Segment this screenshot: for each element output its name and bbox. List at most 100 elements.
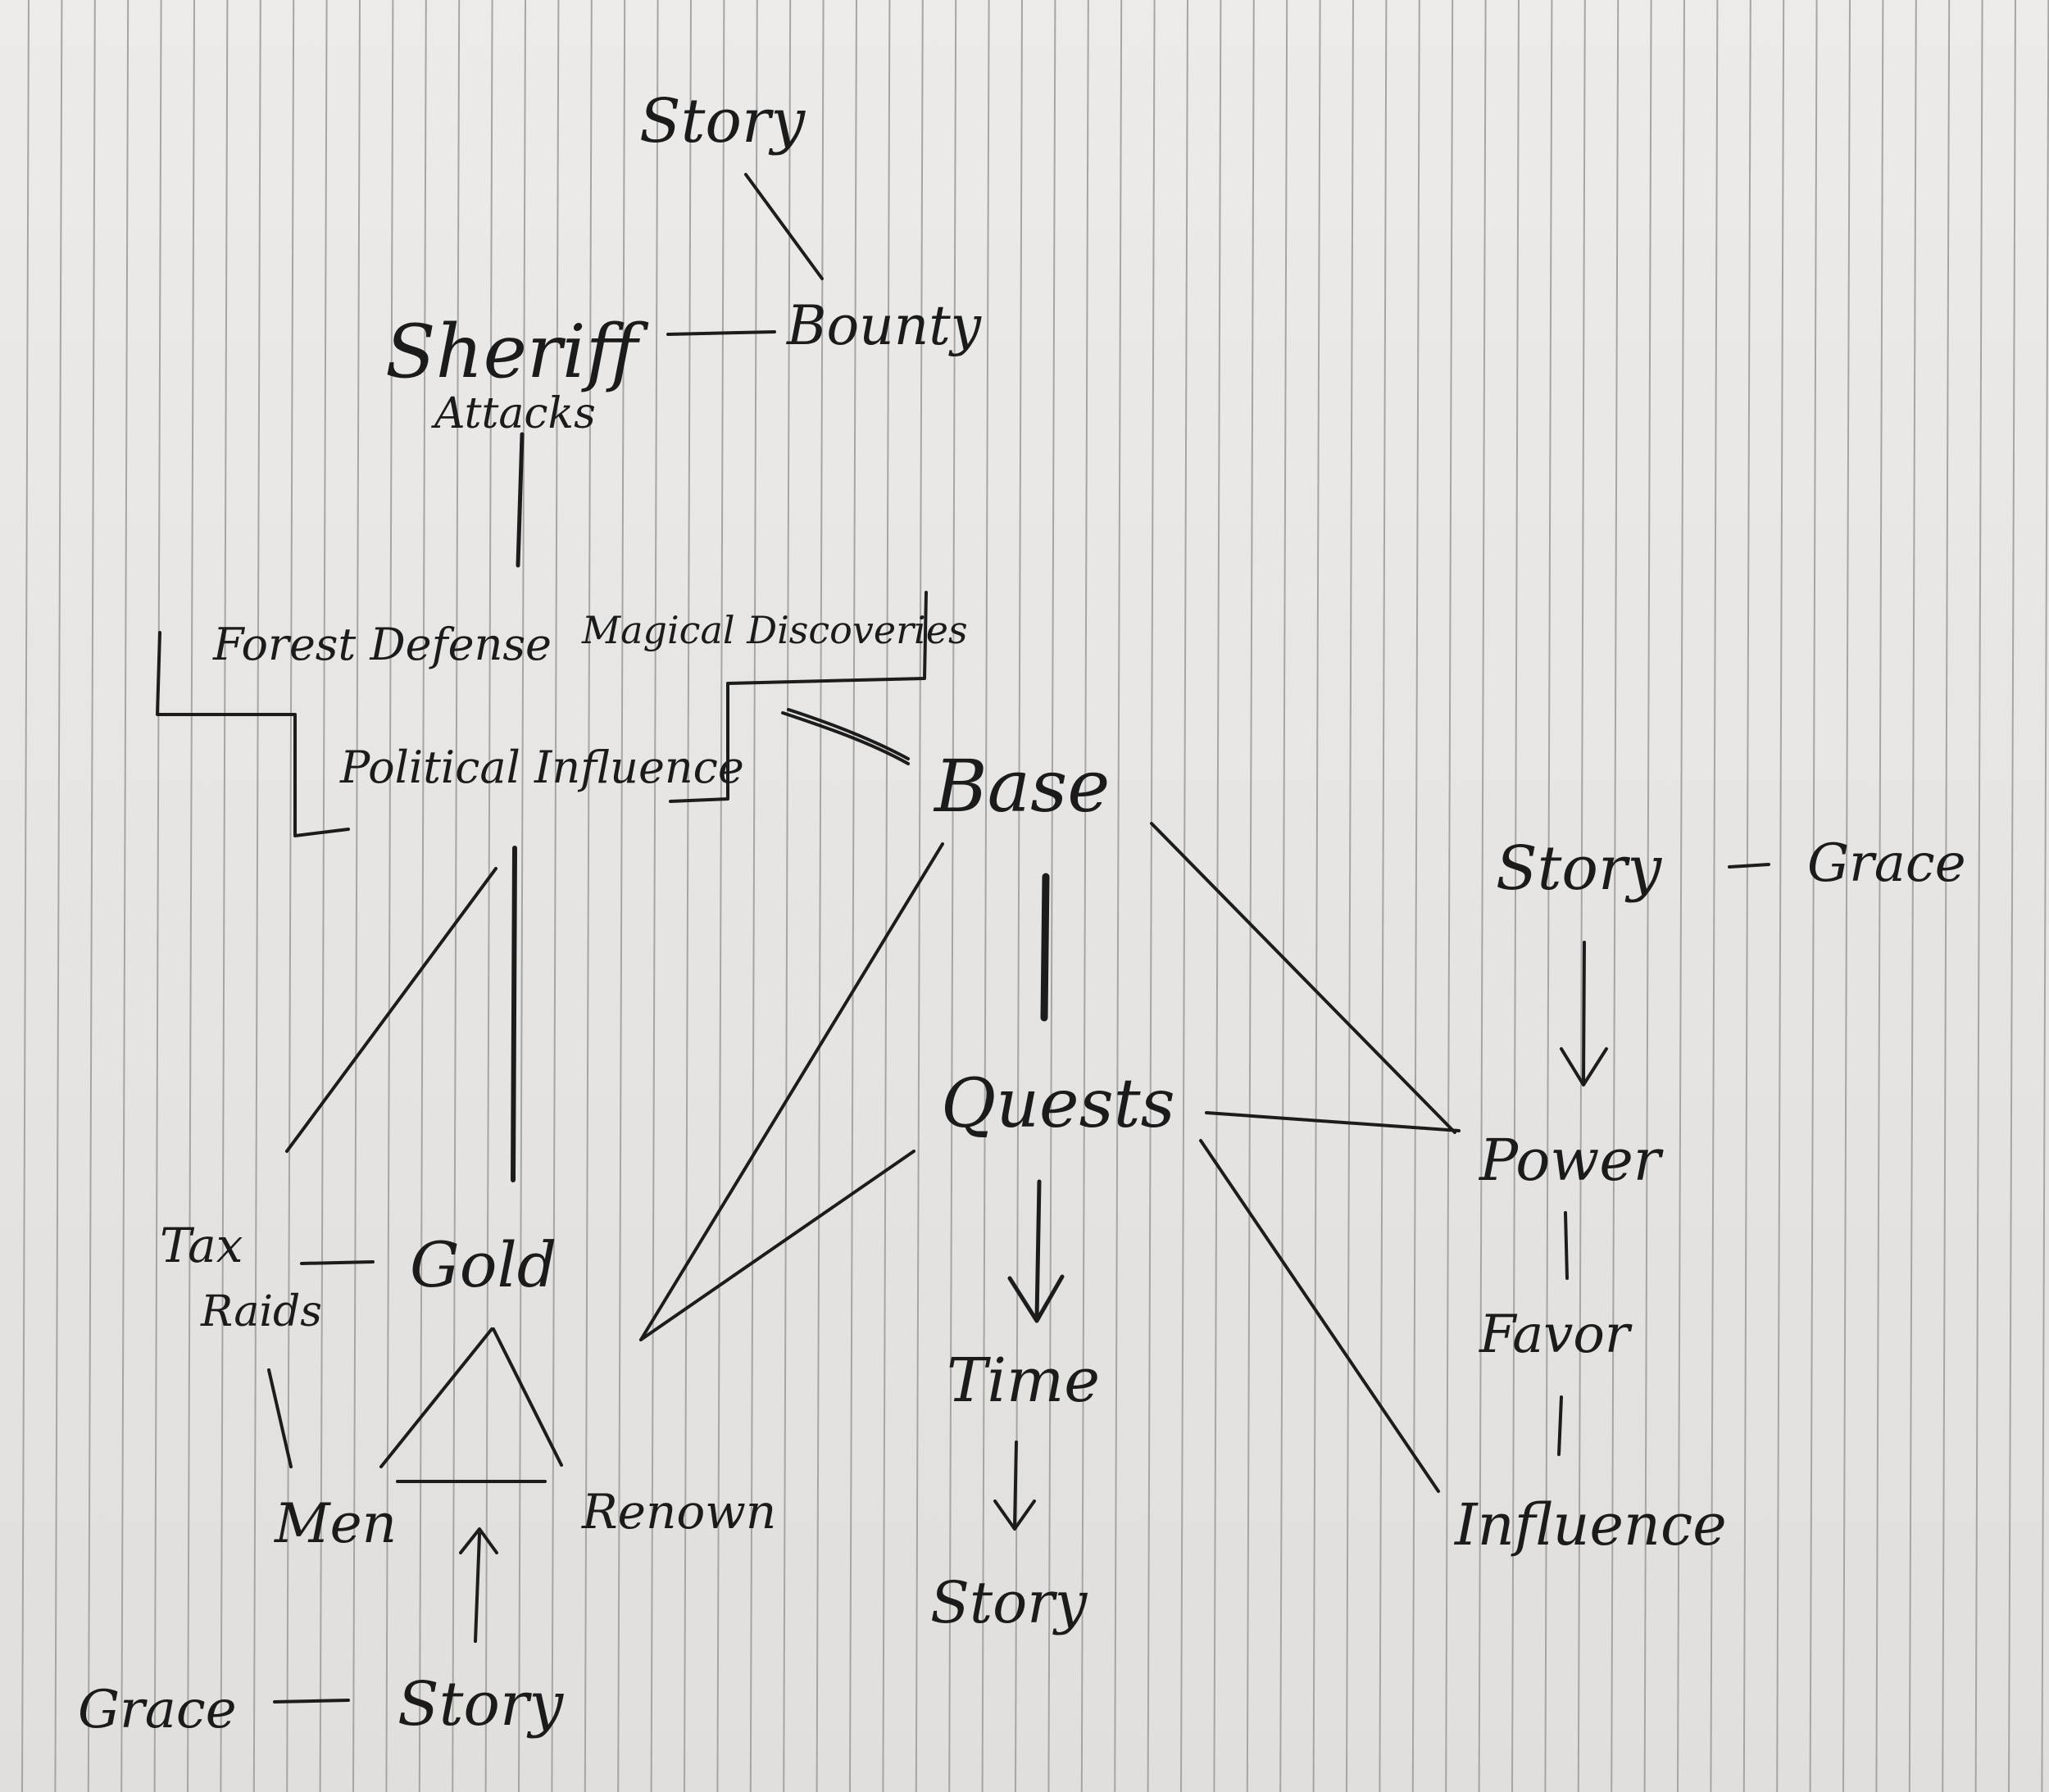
node-men: Men <box>274 1492 397 1555</box>
ruled-line <box>617 0 626 1792</box>
ruled-line <box>1611 0 1620 1792</box>
ruled-line <box>650 0 659 1792</box>
edge-favor-influence <box>1557 1395 1563 1456</box>
node-base: Base <box>933 744 1110 828</box>
ruled-line <box>319 0 328 1792</box>
ruled-line <box>1974 0 1983 1792</box>
ruled-line <box>1908 0 1917 1792</box>
ruled-line <box>385 0 394 1792</box>
ruled-line <box>749 0 758 1792</box>
ruled-line <box>153 0 162 1792</box>
ruled-line <box>1279 0 1288 1792</box>
ruled-line <box>1544 0 1553 1792</box>
ruled-line <box>286 0 295 1792</box>
ruled-line <box>551 0 560 1792</box>
edge-quests-renown <box>639 1150 915 1341</box>
ruled-line <box>1047 0 1056 1792</box>
node-grace-right: Grace <box>1807 833 1966 894</box>
ruled-line <box>1478 0 1487 1792</box>
ruled-line <box>452 0 461 1792</box>
node-quests: Quests <box>941 1065 1175 1143</box>
ruled-line <box>2041 0 2049 1792</box>
edge-gold-renown <box>492 1327 563 1467</box>
ruled-line <box>1312 0 1321 1792</box>
node-attacks: Attacks <box>431 389 596 438</box>
ruled-line <box>849 0 857 1792</box>
diagram-edges <box>156 173 1770 1704</box>
edge-domain-bracket-outline <box>156 591 928 837</box>
node-gold: Gold <box>410 1228 557 1301</box>
edge-story-bounty <box>744 173 824 280</box>
edge-story-power-arrow <box>1560 941 1608 1087</box>
ruled-line <box>418 0 427 1792</box>
node-raids: Raids <box>200 1287 322 1336</box>
ruled-line <box>1511 0 1520 1792</box>
ruled-line <box>2008 0 2016 1792</box>
ruled-line <box>915 0 924 1792</box>
ruled-line <box>1710 0 1719 1792</box>
edge-raids-men <box>267 1368 293 1468</box>
edge-base-renown <box>639 842 944 1341</box>
ruled-line <box>21 0 30 1792</box>
ruled-line <box>716 0 725 1792</box>
ruled-line <box>584 0 593 1792</box>
node-forest-defense: Forest Defense <box>212 619 552 670</box>
edge-quests-time-arrow <box>1007 1179 1065 1323</box>
ruled-line <box>948 0 957 1792</box>
ruled-line <box>1114 0 1123 1792</box>
ruled-line <box>1445 0 1454 1792</box>
ruled-line <box>1677 0 1685 1792</box>
ruled-line <box>54 0 63 1792</box>
ruled-line <box>352 0 361 1792</box>
ruled-line <box>1180 0 1188 1792</box>
node-time: Time <box>947 1345 1100 1416</box>
ruled-line <box>220 0 229 1792</box>
edge-political-influence-tax <box>285 867 497 1153</box>
ruled-line <box>1809 0 1818 1792</box>
ruled-line <box>783 0 792 1792</box>
node-favor: Favor <box>1479 1304 1633 1365</box>
node-grace-bottom: Grace <box>78 1680 237 1740</box>
edge-gold-men <box>379 1327 493 1468</box>
diagram-labels: Story Bounty Sheriff Attacks Forest Defe… <box>78 86 1966 1740</box>
ruled-line <box>1942 0 1951 1792</box>
edge-story-grace-right <box>1728 863 1770 869</box>
ruled-line <box>120 0 129 1792</box>
ruled-line <box>816 0 825 1792</box>
node-story-right: Story <box>1496 833 1662 904</box>
ruled-line <box>187 0 195 1792</box>
ruled-line <box>1577 0 1586 1792</box>
ruled-line <box>1213 0 1222 1792</box>
ruled-line <box>1411 0 1420 1792</box>
edge-tax-gold <box>300 1260 375 1265</box>
edge-base-power <box>1150 822 1456 1134</box>
node-bounty: Bounty <box>786 294 982 357</box>
ruled-line <box>1776 0 1785 1792</box>
ruled-line <box>684 0 692 1792</box>
node-influence: Influence <box>1453 1491 1727 1558</box>
node-magical-discoveries: Magical Discoveries <box>581 608 968 652</box>
edge-political-influence-gold <box>511 846 517 1182</box>
ruled-line <box>882 0 891 1792</box>
edge-story-men-renown-arrow <box>459 1527 498 1643</box>
ruled-line <box>1346 0 1354 1792</box>
edge-quests-power <box>1205 1111 1461 1132</box>
ruled-line <box>1147 0 1156 1792</box>
edge-time-story-arrow <box>993 1440 1036 1531</box>
ruled-line <box>1379 0 1388 1792</box>
ruled-line <box>1842 0 1851 1792</box>
edge-sheriff-bounty <box>666 330 776 336</box>
ruled-line <box>1080 0 1089 1792</box>
node-story-bottom: Story <box>398 1669 564 1740</box>
ruled-line <box>484 0 493 1792</box>
edge-grace-story-bottom <box>273 1699 350 1704</box>
edge-base-quests <box>1040 873 1050 1022</box>
edge-power-favor <box>1564 1211 1569 1280</box>
node-sheriff: Sheriff <box>385 309 649 395</box>
edge-attacks-forest-defense <box>516 432 525 568</box>
node-political-influence: Political Influence <box>339 742 744 793</box>
ruled-line <box>87 0 96 1792</box>
node-renown: Renown <box>581 1484 776 1540</box>
